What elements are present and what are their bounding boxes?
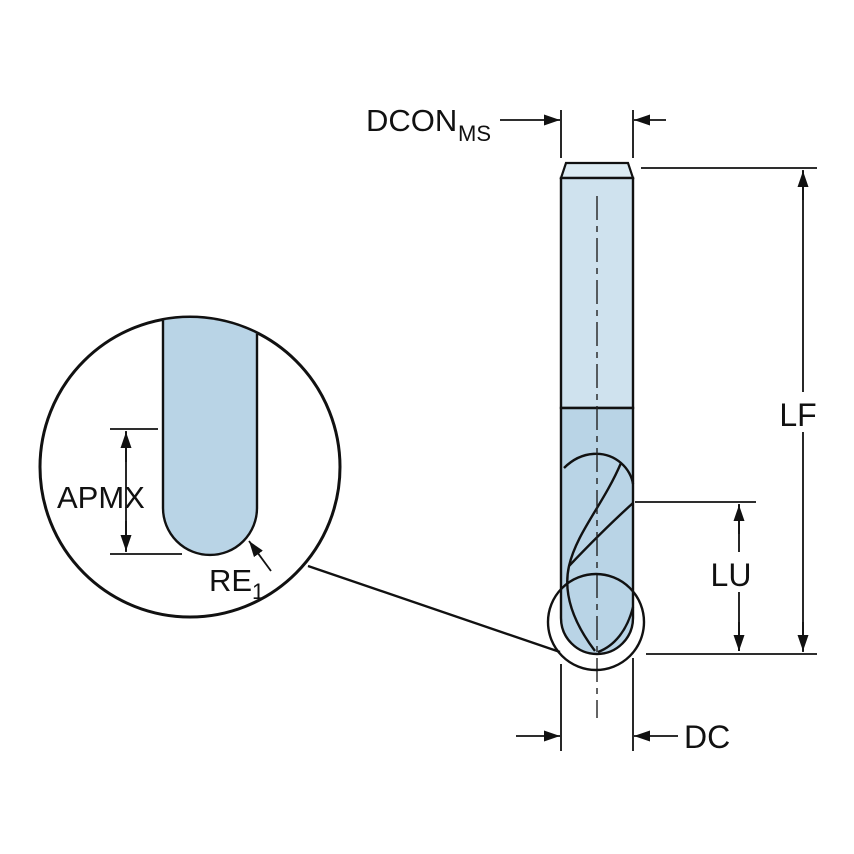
dim-dcon: DCON MS — [366, 103, 666, 158]
lf-label: LF — [779, 397, 816, 433]
detail-lens: APMX RE 1 — [38, 315, 342, 619]
detail-ball-nose-profile — [161, 318, 259, 557]
dim-lf: LF — [641, 167, 821, 655]
detail-connector-line — [307, 564, 561, 654]
tool — [559, 161, 635, 656]
flute-runout-curve — [563, 452, 635, 485]
dim-apmx: APMX — [57, 428, 182, 555]
dc-label: DC — [684, 719, 730, 755]
dim-re: RE 1 — [209, 540, 272, 604]
dcon-label-subscript: MS — [458, 121, 491, 146]
dim-dc: DC — [516, 658, 730, 755]
detail-indicator-circle — [546, 572, 646, 672]
dim-lu: LU — [635, 501, 757, 651]
lu-label-mask — [707, 552, 757, 592]
ball-tip-edge — [597, 606, 635, 654]
re-label-subscript: 1 — [252, 579, 264, 604]
re-label: RE — [209, 563, 252, 598]
tool-top-face — [559, 161, 635, 180]
apmx-label: APMX — [57, 480, 145, 515]
tool-flute-section — [559, 406, 635, 656]
flute-gash-line — [568, 502, 634, 567]
re-leader-arrow — [248, 540, 272, 572]
lf-label-mask — [779, 392, 821, 432]
dcon-label: DCON — [366, 103, 457, 138]
lu-label: LU — [711, 557, 752, 593]
